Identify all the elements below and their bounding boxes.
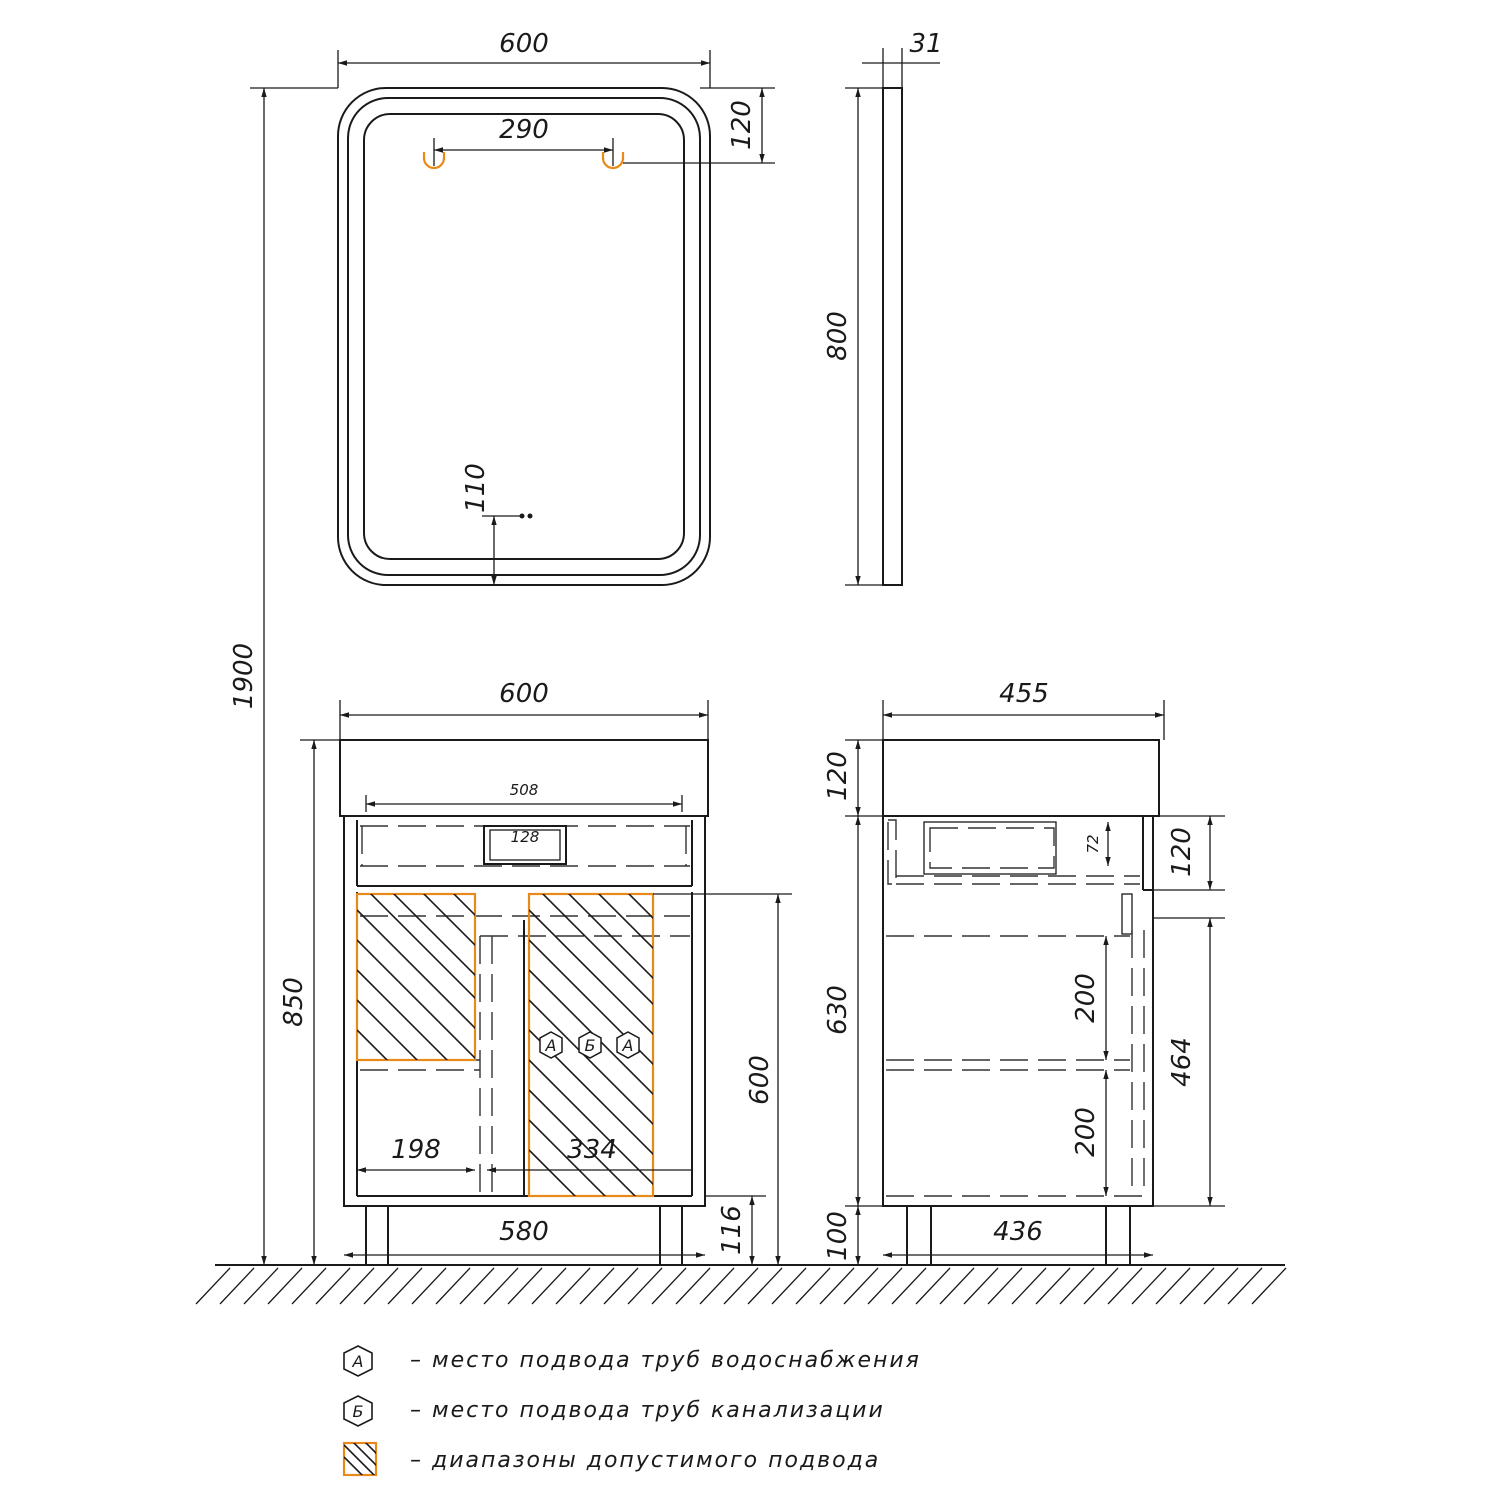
dim-left-zone: 198 [391,1135,441,1165]
floor-hatch-line [411,1267,447,1305]
dim-drain: 128 [511,828,540,846]
floor-hatch-line [675,1267,711,1305]
dim-mirror-height: 800 [823,311,853,361]
floor-hatch-line [723,1267,759,1305]
cabinet-front-view: 600 508 128 [279,679,792,1266]
dim-overall-height: 1900 [229,643,259,709]
floor-hatch-line [1203,1267,1239,1305]
floor-hatch-line [243,1267,279,1305]
marker-water-right: А [616,1031,640,1059]
floor-hatch-line [1035,1267,1071,1305]
legend-symbol-sewer: Б [353,1402,364,1421]
floor-hatch-line [219,1267,255,1305]
floor-hatch-line [267,1267,303,1305]
dim-basin-inner: 508 [510,781,539,799]
dim-mirror-depth: 31 [909,29,942,59]
floor-hatch-line [603,1267,639,1305]
dim-hook-top-offset: 120 [727,100,757,150]
dim-right-zone: 334 [567,1135,617,1165]
svg-text:А: А [545,1036,557,1055]
dim-total-height: 850 [279,977,309,1027]
floor-hatch-line [1131,1267,1167,1305]
dim-hook-spacing: 290 [499,115,549,145]
floor-hatch-line [195,1267,231,1305]
floor-hatch-line [1251,1267,1287,1305]
floor-hatch-line [915,1267,951,1305]
floor-hatch-line [555,1267,591,1305]
floor-hatch-line [531,1267,567,1305]
dim-cabinet-depth: 455 [999,679,1049,709]
marker-sewer: Б [578,1031,602,1059]
marker-water-left: А [539,1031,563,1059]
dim-base-depth: 436 [993,1217,1043,1247]
svg-text:Б: Б [585,1036,596,1055]
floor-hatch-line [459,1267,495,1305]
floor-hatch-line [699,1267,735,1305]
legend-text-sewer: – место подвода труб канализации [410,1398,885,1423]
dim-base-width: 580 [499,1217,549,1247]
dim-basin-height: 120 [823,751,853,801]
floor-hatch-line [579,1267,615,1305]
dim-side-leg-height: 100 [823,1211,853,1261]
cabinet-side-view: 455 72 200 200 436 120 630 [823,679,1225,1266]
dim-sensor-offset: 110 [461,463,491,513]
floor-hatch-line [1107,1267,1143,1305]
floor-hatch-line [1179,1267,1215,1305]
dim-shelf-upper: 200 [1071,973,1101,1023]
dim-leg-height: 116 [717,1205,747,1255]
mirror-front-view: 290 120 600 110 [337,29,775,586]
floor-hatch-line [1155,1267,1191,1305]
svg-text:А: А [622,1036,634,1055]
floor-hatch-line [1083,1267,1119,1305]
floor-hatch-line [627,1267,663,1305]
floor-hatch-line [1059,1267,1095,1305]
floor-hatch-line [891,1267,927,1305]
legend-text-range: – диапазоны допустимого подвода [410,1448,880,1473]
connection-zone-right [527,892,655,1198]
legend: А – место подвода труб водоснабжения Б –… [342,1345,921,1477]
floor-hatch-line [291,1267,327,1305]
floor-hatch-line [939,1267,975,1305]
overall-height-dim: 1900 [229,87,338,1265]
dim-drawer-height: 120 [1167,827,1197,877]
floor-hatch-line [795,1267,831,1305]
legend-symbol-water: А [352,1352,364,1371]
connection-zone-left [355,892,477,1062]
floor-hatch-line [747,1267,783,1305]
floor-hatch-line [435,1267,471,1305]
floor-hatch-line [339,1267,375,1305]
floor-hatch-line [819,1267,855,1305]
floor-hatch-line [963,1267,999,1305]
floor-hatch-line [363,1267,399,1305]
legend-item-water: А – место подвода труб водоснабжения [343,1345,921,1377]
dim-mirror-width: 600 [499,29,549,59]
floor-hatch-line [387,1267,423,1305]
dim-drawer-inner: 72 [1084,834,1102,853]
hook-right-icon [601,152,625,170]
floor-hatch-line [1227,1267,1263,1305]
floor-hatch-line [507,1267,543,1305]
floor-hatch-line [987,1267,1023,1305]
floor-hatch-line [1011,1267,1047,1305]
floor-hatch-line [843,1267,879,1305]
dim-zone-height: 600 [745,1055,775,1105]
dim-cabinet-width: 600 [499,679,549,709]
hook-left-icon [422,152,446,170]
floor-hatch-line [315,1267,351,1305]
dim-shelf-lower: 200 [1071,1107,1101,1157]
dim-body-height: 630 [823,985,853,1035]
dim-side-zone-height: 464 [1167,1037,1197,1087]
legend-item-sewer: Б – место подвода труб канализации [343,1395,885,1427]
floor-hatch-line [483,1267,519,1305]
legend-text-water: – место подвода труб водоснабжения [410,1348,921,1373]
legend-item-range: – диапазоны допустимого подвода [342,1441,880,1477]
floor-hatch-line [867,1267,903,1305]
floor-hatch-line [771,1267,807,1305]
floor [195,1264,1287,1305]
floor-hatch-line [651,1267,687,1305]
mirror-side-view: 800 31 [823,29,943,586]
